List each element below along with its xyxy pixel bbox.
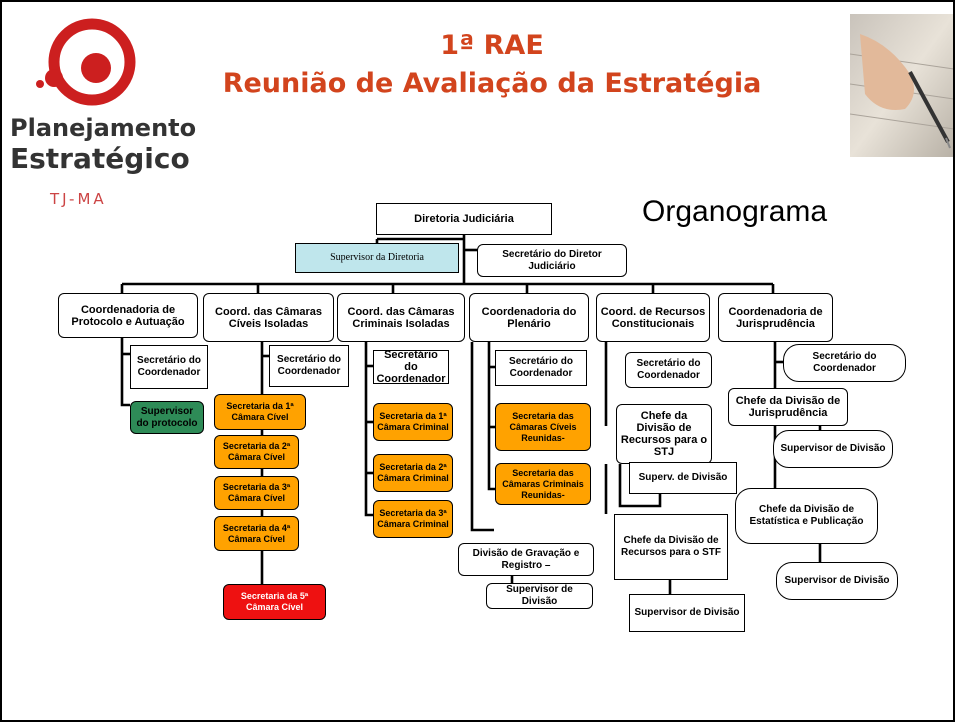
hand-writing-pen-image [850,14,953,157]
node-div-gravacao: Divisão de Gravação e Registro – [458,543,594,576]
node-sec-coord-protocolo: Secretário do Coordenador [130,345,208,389]
node-sec-5-camara-civel: Secretaria da 5ª Câmara Cível [223,584,326,620]
node-supervisor-diretoria: Supervisor da Diretoria [295,243,459,273]
node-sup-stf: Supervisor de Divisão [629,594,745,632]
node-sec-coord-criminais: Secretário do Coordenador [373,350,449,384]
title-line2: Reunião de Avaliação da Estratégia [222,68,762,99]
node-sec-civeis-reunidas: Secretaria das Câmaras Cíveis Reunidas- [495,403,591,451]
node-sec-4-camara-civel: Secretaria da 4ª Câmara Cível [214,516,299,551]
node-sec-criminais-reunidas: Secretaria das Câmaras Criminais Reunida… [495,463,591,505]
node-coord-recursos: Coord. de Recursos Constitucionais [596,293,710,342]
node-coord-criminais: Coord. das Câmaras Criminais Isoladas [337,293,465,342]
node-coord-plenario: Coordenadoria do Plenário [469,293,589,342]
node-secretario-diretor: Secretário do Diretor Judiciário [477,244,627,277]
node-sec-coord-recursos: Secretário do Coordenador [625,352,712,388]
logo-line3: TJ-MA [50,190,107,208]
target-dots-logo-icon [36,18,136,106]
title-line1: 1ª RAE [440,30,544,61]
node-supervisor-protocolo: Supervisor do protocolo [130,401,204,434]
node-sup-estatistica: Supervisor de Divisão [776,562,898,600]
node-sec-coord-civeis: Secretário do Coordenador [269,345,349,387]
node-chefe-stj: Chefe da Divisão de Recursos para o STJ [616,404,712,464]
node-sec-1-camara-criminal: Secretaria da 1ª Câmara Criminal [373,403,453,441]
node-sec-1-camara-civel: Secretaria da 1ª Câmara Cível [214,394,306,430]
org-label: Organograma [642,195,828,228]
node-sec-coord-plenario: Secretário do Coordenador [495,350,587,386]
node-chefe-estatistica: Chefe da Divisão de Estatística e Public… [735,488,878,544]
node-chefe-stf: Chefe da Divisão de Recursos para o STF [614,514,728,580]
node-sec-coord-jurisprudencia: Secretário do Coordenador [783,344,906,382]
node-sec-2-camara-criminal: Secretaria da 2ª Câmara Criminal [373,454,453,492]
node-coord-protocolo: Coordenadoria de Protocolo e Autuação [58,293,198,338]
node-sup-jurisprudencia: Supervisor de Divisão [773,430,893,468]
node-sup-gravacao: Supervisor de Divisão [486,583,593,609]
node-sup-stj: Superv. de Divisão [629,462,737,494]
node-chefe-jurisprudencia: Chefe da Divisão de Jurisprudência [728,388,848,426]
logo-line2: Estratégico [10,142,190,175]
node-diretoria-judiciaria: Diretoria Judiciária [376,203,552,235]
node-sec-3-camara-criminal: Secretaria da 3ª Câmara Criminal [373,500,453,538]
node-coord-civeis: Coord. das Câmaras Cíveis Isoladas [203,293,334,342]
logo-line1: Planejamento [10,114,197,142]
node-coord-jurisprudencia: Coordenadoria de Jurisprudência [718,293,833,342]
node-sec-3-camara-civel: Secretaria da 3ª Câmara Cível [214,476,299,510]
node-sec-2-camara-civel: Secretaria da 2ª Câmara Cível [214,435,299,469]
